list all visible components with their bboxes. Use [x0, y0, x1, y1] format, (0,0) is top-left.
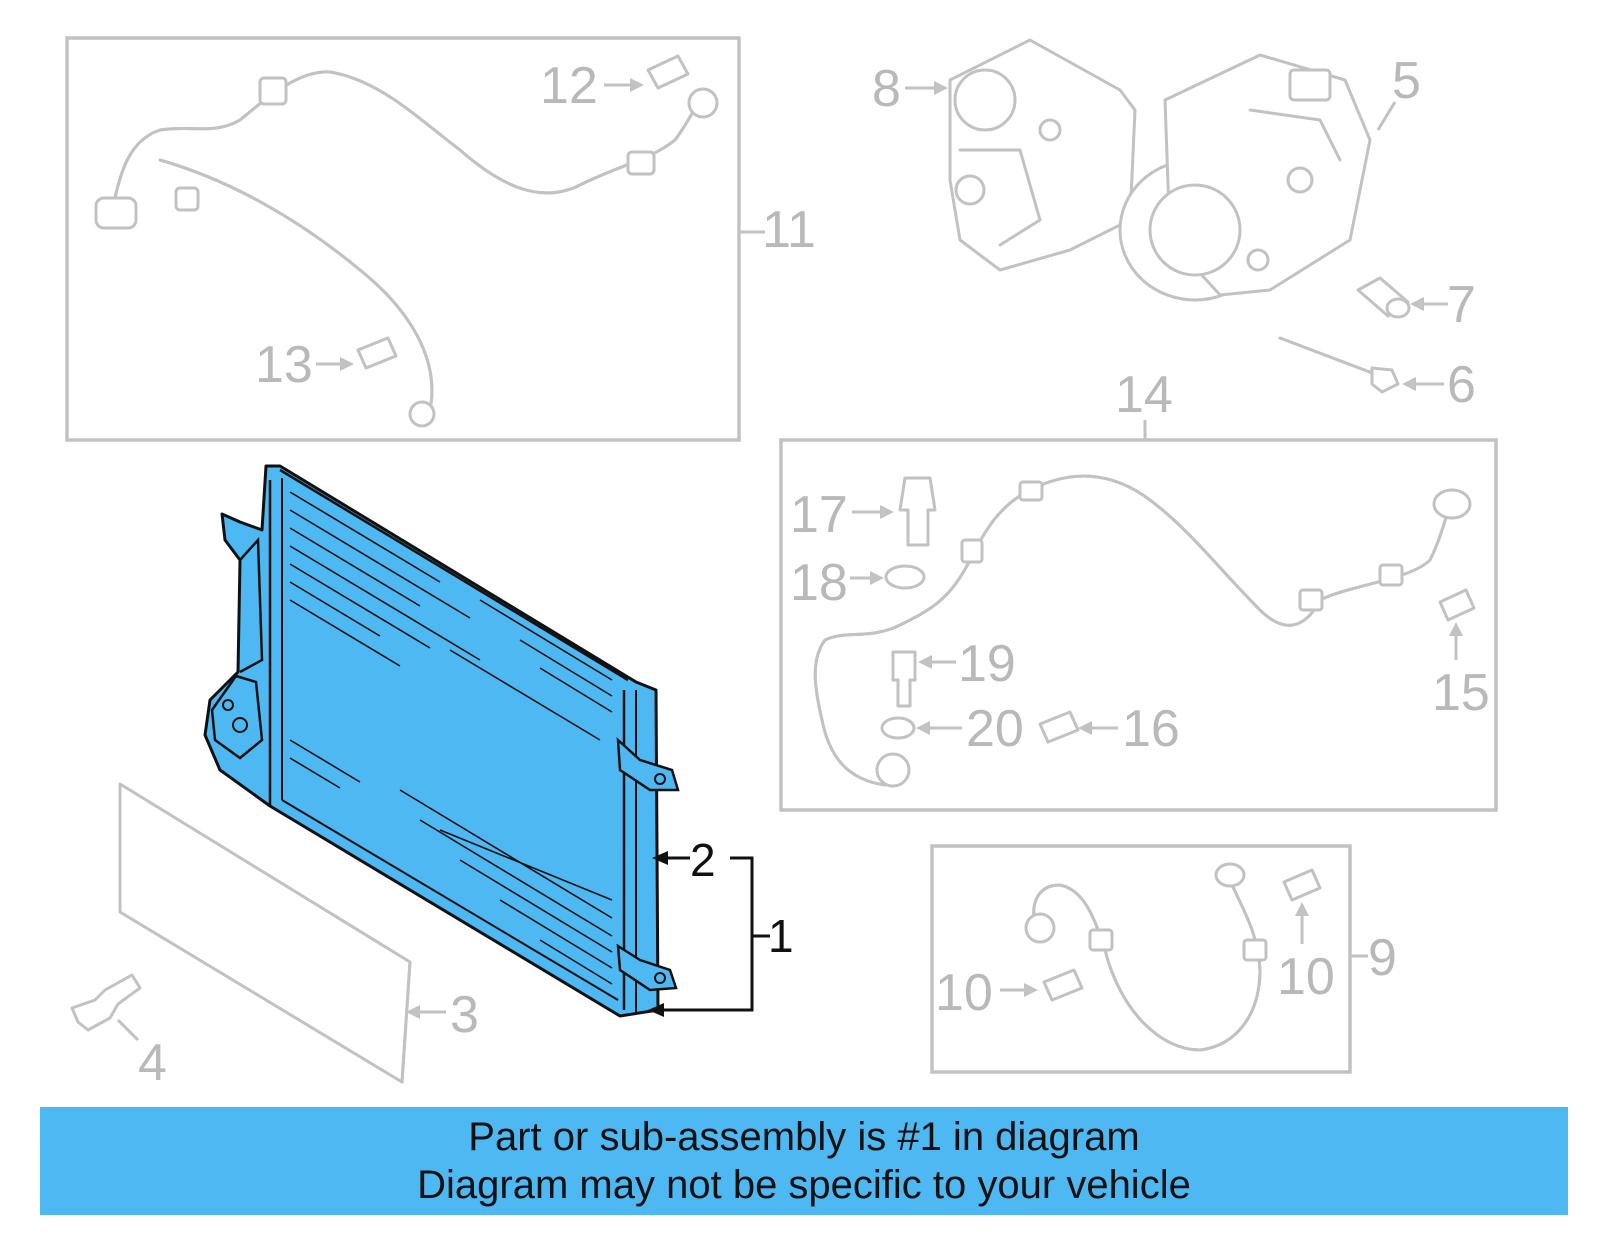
callout-10-right: 10 [1277, 948, 1335, 1006]
banner-line-2: Diagram may not be specific to your vehi… [417, 1163, 1191, 1207]
callout-10-left: 10 [935, 964, 993, 1022]
callout-14: 14 [1115, 366, 1173, 424]
air-deflector-3 [118, 782, 412, 1084]
callout-13: 13 [255, 336, 313, 394]
callout-19: 19 [958, 635, 1016, 693]
hose-assembly-9 [1024, 862, 1322, 1052]
callout-4: 4 [138, 1034, 167, 1092]
callout-5: 5 [1392, 52, 1421, 110]
ac-condenser-1 [203, 464, 680, 1018]
banner-line-1: Part or sub-assembly is #1 in diagram [468, 1115, 1140, 1159]
bolt-6 [1278, 336, 1400, 394]
bracket-4 [70, 973, 142, 1032]
ac-compressor-5 [1118, 53, 1372, 302]
callout-18: 18 [790, 554, 848, 612]
hose-assembly-14 [813, 474, 1476, 788]
callout-16: 16 [1122, 700, 1180, 758]
info-banner: Part or sub-assembly is #1 in diagram Di… [40, 1107, 1568, 1215]
group-box-11 [65, 36, 741, 442]
callout-20: 20 [966, 700, 1024, 758]
callout-7: 7 [1447, 276, 1476, 334]
callout-6: 6 [1447, 356, 1476, 414]
callout-15: 15 [1432, 664, 1490, 722]
callout-1: 1 [768, 910, 794, 962]
callout-12: 12 [540, 57, 598, 115]
callout-2: 2 [690, 834, 716, 886]
group-box-9 [930, 844, 1352, 1074]
callout-3: 3 [450, 986, 479, 1044]
compressor-bracket-8 [948, 38, 1137, 272]
callout-8: 8 [872, 60, 901, 118]
callout-9: 9 [1368, 929, 1397, 987]
sleeve-7 [1356, 276, 1411, 319]
callout-11: 11 [762, 201, 816, 259]
hose-assembly-11 [94, 54, 719, 428]
callout-17: 17 [790, 486, 848, 544]
group-box-14 [779, 438, 1498, 812]
